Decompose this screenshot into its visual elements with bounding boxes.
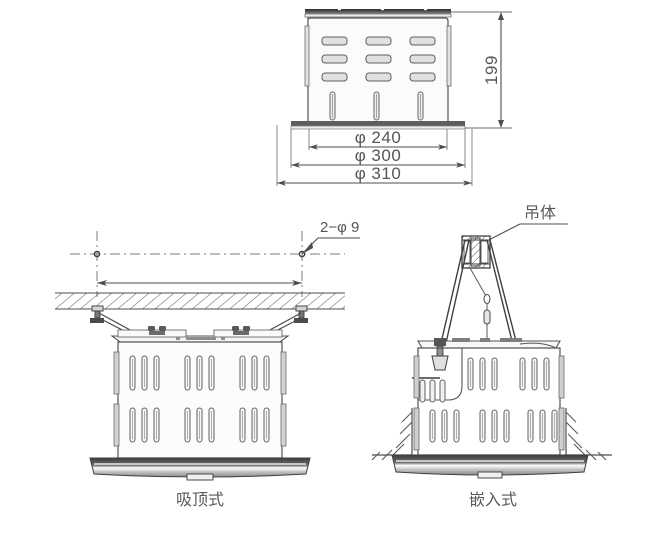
left-edge-rail [113,351,120,395]
left-edge-rail-lower [113,403,120,447]
slot-grid [321,36,436,82]
dim-phi300-label: φ 300 [355,146,402,165]
left-edge-rail [413,355,420,399]
left-rail [304,25,310,87]
right-edge-rail-lower [280,403,287,447]
hole-span-dimension [97,280,302,286]
unit-top-plate [110,326,290,343]
louver-center-lines [132,359,267,439]
base-trim-plate [89,457,311,481]
hole-callout-label: 2−φ 9 [320,219,359,236]
tension-sleeve [483,309,491,325]
dim-phi-310: φ 310 [276,125,473,186]
louver-slots [129,355,270,443]
height-dimension: 199 [451,11,512,129]
base-trim-plate [391,454,589,479]
latch-cutaway-detail [412,338,463,403]
hanger-block [461,235,491,269]
recessed-mount-view: 吊体 [371,203,612,509]
right-edge-rail-lower [558,407,565,451]
louver-center-lines [432,361,555,439]
suspension-wires [440,239,517,344]
left-edge-rail-lower [413,407,420,451]
right-rail [446,25,452,87]
top-cap-band [304,7,452,18]
base-tab [186,473,214,481]
dim-phi-300: φ 300 [290,129,466,168]
hanger-label: 吊体 [524,203,556,222]
surface-mount-view: 2−φ 9 [55,219,360,509]
base-tab [477,471,503,479]
centerlines [70,231,345,297]
right-edge-rail [558,355,565,399]
anchor-bolt-left [90,305,104,323]
latch-head [434,338,446,346]
surface-mount-caption: 吸顶式 [176,490,224,509]
height-dim-label: 199 [482,55,501,85]
right-edge-rail [280,351,287,395]
dim-phi240-label: φ 240 [355,128,402,147]
hole-callout: 2−φ 9 [301,219,360,255]
dim-phi-240: φ 240 [308,128,448,150]
dim-phi310-label: φ 310 [355,164,402,183]
vent-slots [329,91,424,121]
recessed-mount-caption: 嵌入式 [469,490,517,509]
top-elevation-view: 199 φ 240 φ 300 [276,7,512,186]
flange-plate [290,121,466,130]
center-wire [469,267,488,340]
mount-hole-markers [93,250,306,258]
wire-loop [483,294,491,304]
hanger-label-leader [478,223,568,246]
ceiling-board [371,408,612,461]
